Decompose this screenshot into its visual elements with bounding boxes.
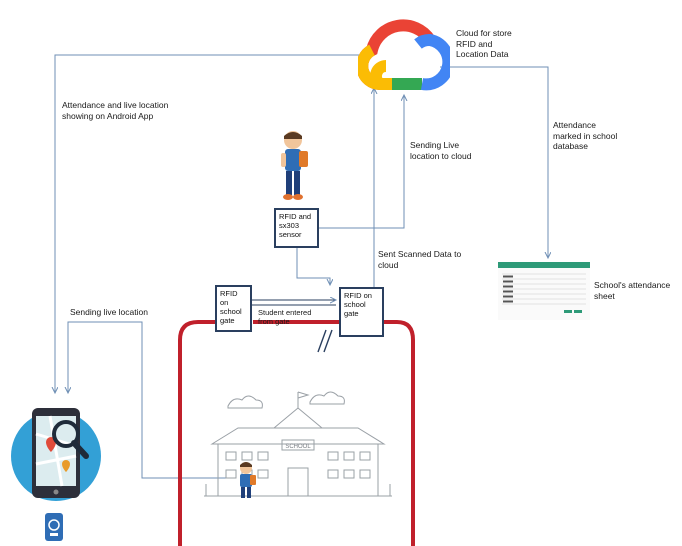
sending-live-cloud-label: Sending Live location to cloud xyxy=(410,140,472,161)
arrow-school-to-phone xyxy=(68,321,233,479)
attendance-marked-label: Attendance marked in school database xyxy=(553,120,618,152)
school-boundary xyxy=(178,320,415,546)
rfid-gate-left-box: RFID on school gate xyxy=(215,285,252,332)
sending-live-location-label: Sending live location xyxy=(70,307,148,317)
rfid-sensor-box: RFID and sx303 sensor xyxy=(274,208,319,248)
arrow-cloud-to-db xyxy=(440,66,548,258)
attendance-app-label: Attendance and live location showing on … xyxy=(62,100,169,121)
arrow-cloud-to-app xyxy=(55,54,363,393)
cloud-caption: Cloud for store RFID and Location Data xyxy=(456,28,512,60)
school-sign-text: SCHOOL xyxy=(285,444,311,450)
rfid-card-icon xyxy=(45,513,63,541)
attendance-sheet-label: School's attendance sheet xyxy=(594,280,671,301)
attendance-sheet-icon xyxy=(498,262,590,320)
student-entered-label: Student entered from gate xyxy=(258,308,312,327)
student-icon xyxy=(281,131,308,200)
rfid-gate-right-box: RFID on school gate xyxy=(339,287,384,337)
sent-scanned-label: Sent Scanned Data to cloud xyxy=(378,249,462,270)
arrow-sensor-to-cloud xyxy=(318,95,404,229)
phone-map-icon xyxy=(11,408,101,501)
google-cloud-icon xyxy=(358,19,450,91)
arrow-sensor-to-gate xyxy=(296,248,330,285)
school-building-icon: SCHOOL xyxy=(204,391,392,498)
